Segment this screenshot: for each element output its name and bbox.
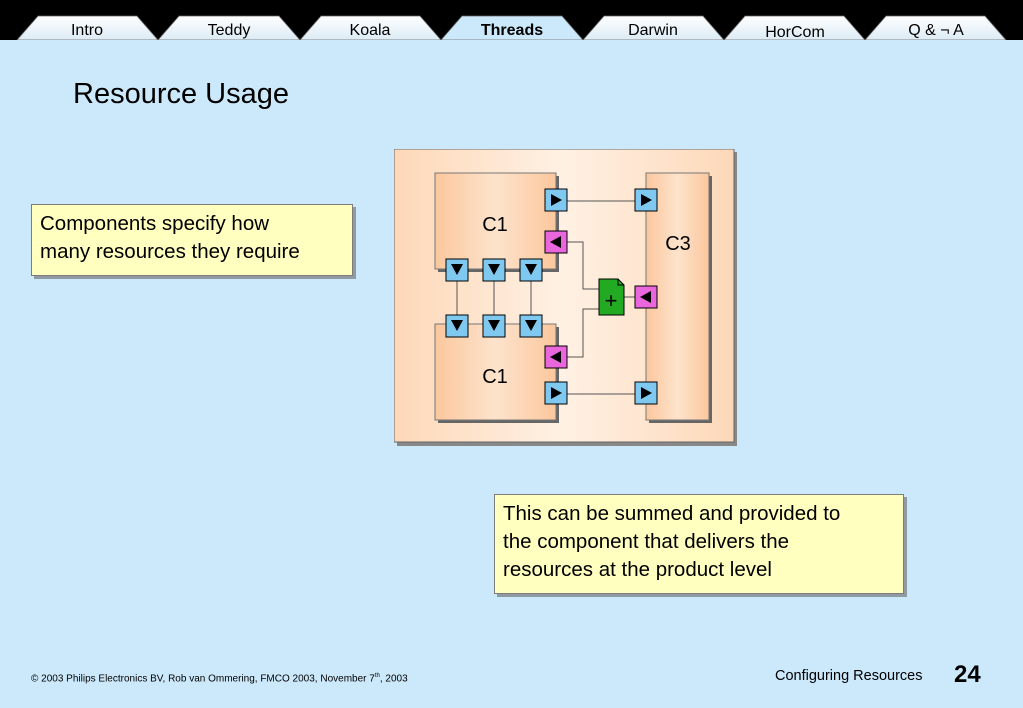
tab-q-and-not-a[interactable]: Q & ¬ A bbox=[864, 15, 1007, 40]
adder-glue-icon: + bbox=[598, 278, 625, 316]
component-c1-bottom-label: C1 bbox=[482, 366, 508, 388]
tab-teddy-label: Teddy bbox=[208, 22, 251, 39]
tab-darwin[interactable]: Darwin bbox=[582, 15, 725, 40]
downward-port-icon bbox=[519, 258, 543, 282]
tab-strip: Intro Teddy Koala Threads Darwin HorCom … bbox=[16, 15, 1007, 40]
component-c1-bottom bbox=[434, 323, 557, 421]
tab-teddy[interactable]: Teddy bbox=[157, 15, 301, 40]
adder-symbol: + bbox=[605, 288, 618, 313]
page-title: Resource Usage bbox=[73, 78, 289, 110]
downward-port-icon bbox=[445, 314, 469, 338]
callout-line: This can be summed and provided to bbox=[503, 502, 841, 525]
copyright-superscript: th bbox=[374, 673, 380, 679]
tab-intro-label: Intro bbox=[71, 22, 103, 39]
section-title: Configuring Resources bbox=[775, 668, 923, 684]
tab-intro[interactable]: Intro bbox=[16, 15, 159, 40]
copyright-footer: © 2003 Philips Electronics BV, Rob van O… bbox=[31, 673, 408, 684]
tab-threads-label: Threads bbox=[481, 22, 543, 39]
callout-resources-required: Components specify how many resources th… bbox=[31, 204, 353, 276]
tab-threads[interactable]: Threads bbox=[440, 15, 584, 40]
tab-horcom-label: HorCom bbox=[765, 24, 825, 40]
resource-port-icon bbox=[544, 345, 568, 369]
connector-lines bbox=[456, 200, 635, 395]
tab-koala[interactable]: Koala bbox=[299, 15, 442, 40]
page-number: 24 bbox=[954, 661, 981, 688]
callout-summed-resources: This can be summed and provided to the c… bbox=[494, 494, 904, 594]
callout-line: many resources they require bbox=[40, 240, 300, 263]
resource-port-icon bbox=[634, 285, 658, 309]
copyright-text: © 2003 Philips Electronics BV, Rob van O… bbox=[31, 673, 375, 685]
requires-port-icon bbox=[634, 188, 658, 212]
tab-q-and-not-a-label: Q & ¬ A bbox=[908, 22, 964, 39]
downward-port-icon bbox=[482, 258, 506, 282]
requires-port-icon bbox=[634, 381, 658, 405]
downward-port-icon bbox=[519, 314, 543, 338]
downward-port-icon bbox=[482, 314, 506, 338]
downward-port-icon bbox=[445, 258, 469, 282]
callout-line: resources at the product level bbox=[503, 558, 772, 581]
tab-koala-label: Koala bbox=[350, 22, 391, 39]
copyright-year: , 2003 bbox=[379, 673, 408, 685]
component-c1-top bbox=[434, 172, 557, 270]
tab-horcom[interactable]: HorCom bbox=[723, 15, 866, 40]
component-c1-top-label: C1 bbox=[482, 214, 508, 236]
tab-darwin-label: Darwin bbox=[628, 22, 678, 39]
component-diagram: C1 C1 C3 bbox=[394, 149, 737, 446]
callout-line: Components specify how bbox=[40, 212, 270, 235]
provides-port-icon bbox=[544, 188, 568, 212]
callout-line: the component that delivers the bbox=[503, 530, 790, 553]
resource-port-icon bbox=[544, 230, 568, 254]
component-c3-label: C3 bbox=[665, 233, 691, 255]
provides-port-icon bbox=[544, 381, 568, 405]
